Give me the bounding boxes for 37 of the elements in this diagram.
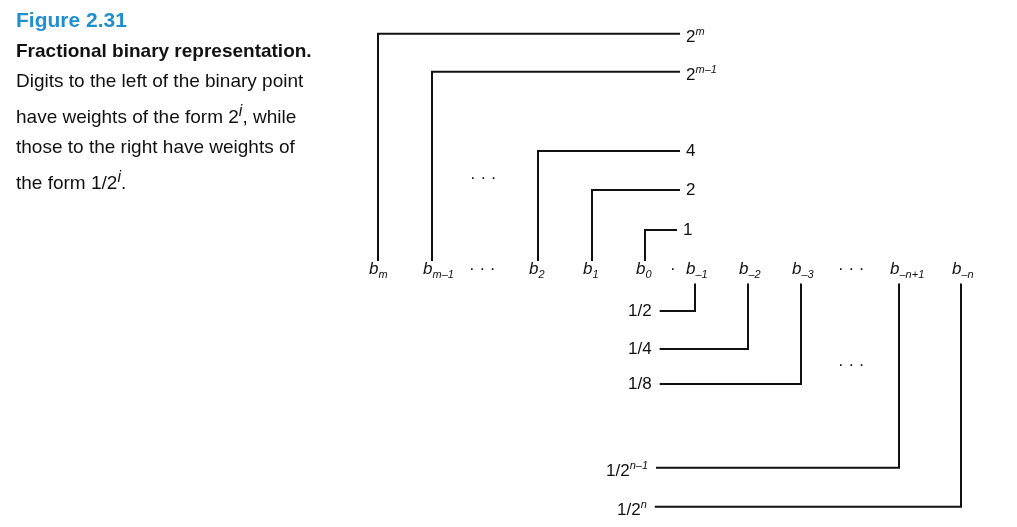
weight-label: 1/2$^{n}$ [617, 494, 647, 520]
digit-label: b$_{m}$ [369, 259, 388, 285]
leader-line [658, 282, 749, 350]
digit-label: b$_{2}$ [529, 259, 545, 285]
leader-line [658, 282, 802, 385]
weight-label: 1/2$^{n–1}$ [606, 455, 648, 481]
digit-label: b$_{–3}$ [792, 259, 814, 285]
weight-label: 1/8 [628, 374, 652, 394]
figure-caption: Fractional binary representation. Digits to the left of the binary point have weights of the form 2$^{i}$, while those to the right have weights of the form 1/2$^{i}$. [16, 39, 313, 196]
weight-label: 1/4 [628, 339, 652, 359]
digit-label: b$_{1}$ [583, 259, 599, 285]
weight-label: 1 [683, 220, 693, 240]
weight-label: 2$^{m–1}$ [686, 59, 717, 85]
binary-point: · [670, 259, 676, 279]
ellipsis: · · · [838, 355, 865, 375]
weight-label: 4 [686, 141, 696, 161]
digit-label: b$_{–1}$ [686, 259, 708, 285]
leader-line [658, 282, 696, 312]
ellipsis: · · · [469, 259, 496, 279]
weight-label: 1/2 [628, 301, 652, 321]
digit-label: b$_{–2}$ [739, 259, 761, 285]
leader-line [377, 32, 681, 262]
leader-line [431, 70, 681, 262]
digit-label: b$_{m–1}$ [423, 259, 454, 285]
leader-line [644, 229, 678, 262]
leader-line [591, 189, 681, 262]
digit-label: b$_{–n+1}$ [890, 259, 925, 285]
leader-line [537, 150, 681, 262]
ellipsis: · · · [838, 259, 865, 279]
digit-label: b$_{–n}$ [952, 259, 974, 285]
weight-label: 2 [686, 180, 696, 200]
digit-label: b$_{0}$ [636, 259, 652, 285]
leader-line [653, 282, 962, 508]
weight-label: 2$^{m}$ [686, 21, 705, 47]
leader-line [655, 282, 900, 469]
figure-number: Figure 2.31 [16, 8, 127, 32]
ellipsis: · · · [470, 168, 497, 188]
